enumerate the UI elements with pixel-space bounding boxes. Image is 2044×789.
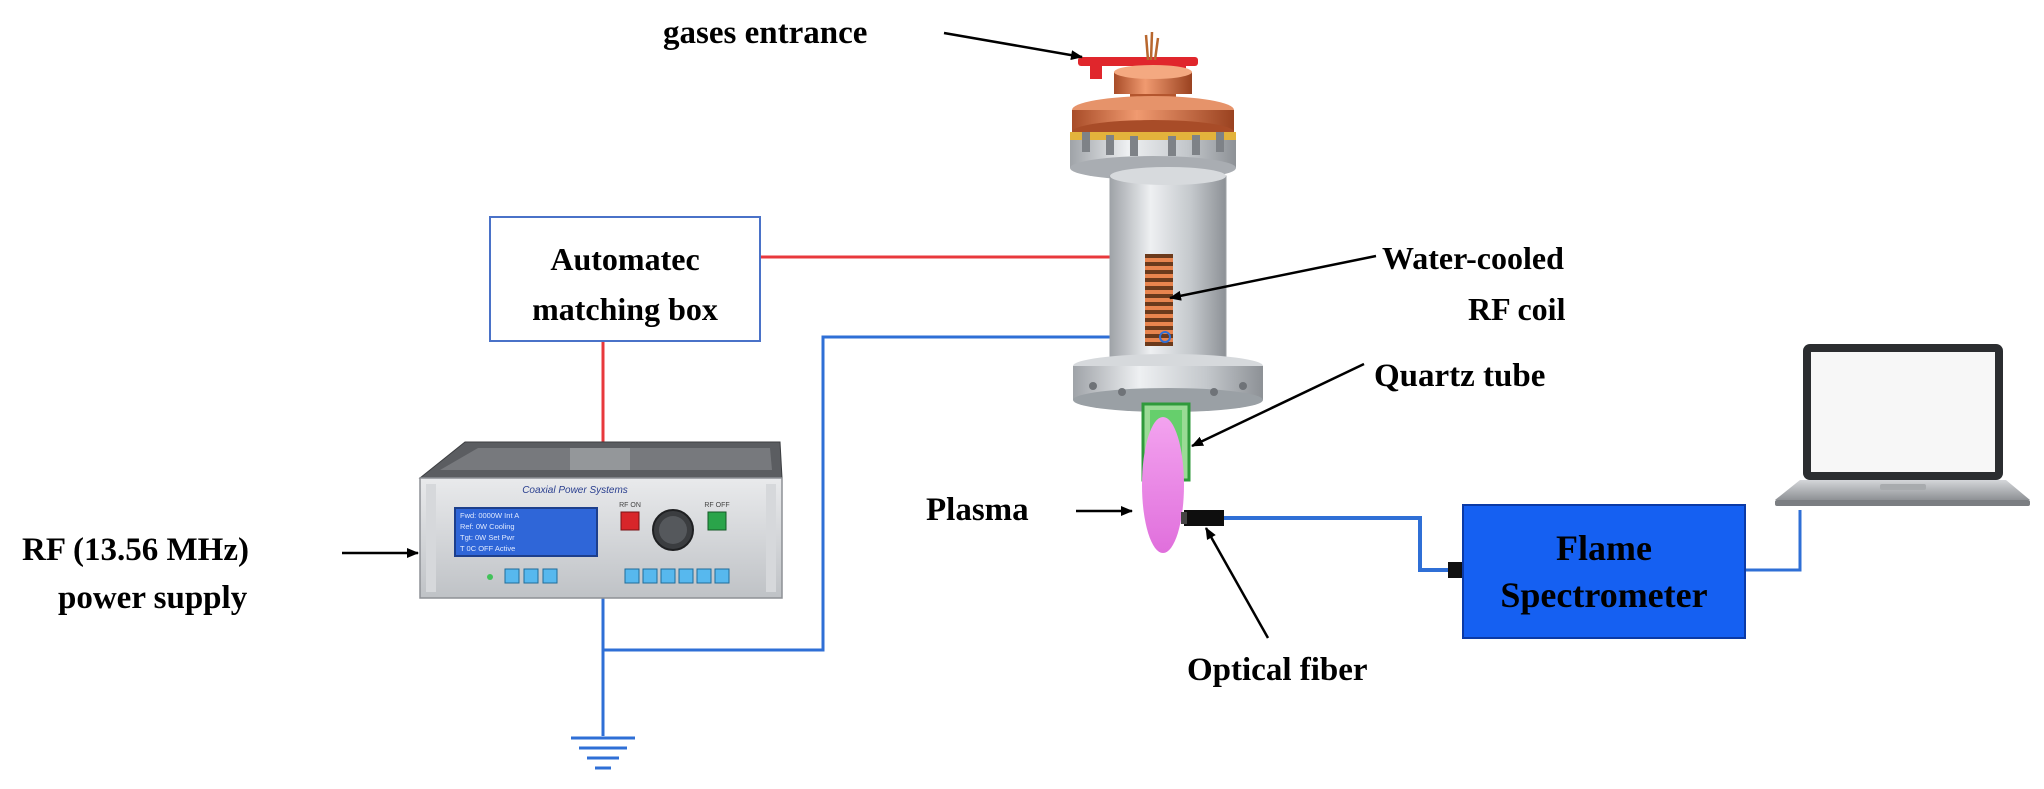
usb-cable	[1745, 510, 1802, 572]
coil-label-line2: RF coil	[1468, 291, 1566, 327]
matching-box-label-line2: matching box	[532, 291, 718, 327]
spectrometer-label-line1: Flame	[1556, 528, 1652, 568]
lcd-line-4: T 0C OFF Active	[460, 544, 515, 553]
lcd-line-1: Fwd: 0000W Int A	[460, 511, 519, 520]
power-supply-label-line1: RF (13.56 MHz)	[22, 532, 249, 568]
plasma-plume	[1142, 417, 1184, 553]
optical-fiber-label: Optical fiber	[1187, 652, 1368, 688]
power-supply-label-line2: power supply	[58, 580, 248, 616]
status-led	[487, 574, 493, 580]
rf-on-key	[620, 511, 640, 531]
rf-power-supply-unit: Coaxial Power Systems Fwd: 0000W Int A R…	[418, 441, 783, 599]
plasma-torch-assembly	[1070, 31, 1263, 553]
ground-icon	[571, 736, 635, 770]
rf-off-caption: RF OFF	[704, 502, 729, 509]
annotation-arrows	[342, 31, 1377, 639]
return-wire-coil-to-ground	[603, 335, 1165, 652]
lcd-line-2: Ref: 0W Cooling	[460, 522, 515, 531]
optical-fiber-probe	[1181, 510, 1464, 578]
flange-bolts	[1082, 132, 1224, 156]
right-key-group	[624, 568, 730, 584]
coil-label-line1: Water-cooled	[1382, 240, 1564, 276]
optical-fiber-cable	[1224, 516, 1456, 572]
lcd-line-3: Tgt: 0W Set Pwr	[460, 533, 515, 542]
matching-box: Automatec matching box	[489, 216, 761, 342]
brand-label: Coaxial Power Systems	[522, 485, 628, 496]
arrow-icon	[943, 31, 1083, 61]
gases-entrance-label: gases entrance	[663, 15, 867, 51]
spectrometer-label-line2: Spectrometer	[1500, 575, 1707, 615]
left-key-group	[504, 568, 558, 584]
plasma-label: Plasma	[926, 492, 1029, 528]
laptop-icon	[1775, 344, 2030, 506]
quartz-tube-label: Quartz tube	[1374, 358, 1545, 394]
rf-on-caption: RF ON	[619, 502, 641, 509]
rf-coil	[1145, 254, 1173, 346]
gas-inlet-handle	[1078, 57, 1198, 66]
lcd-display	[454, 507, 598, 557]
flame-spectrometer: Flame Spectrometer	[1462, 504, 1746, 639]
rf-off-key	[707, 511, 727, 531]
matching-box-label-line1: Automatec	[550, 241, 699, 277]
